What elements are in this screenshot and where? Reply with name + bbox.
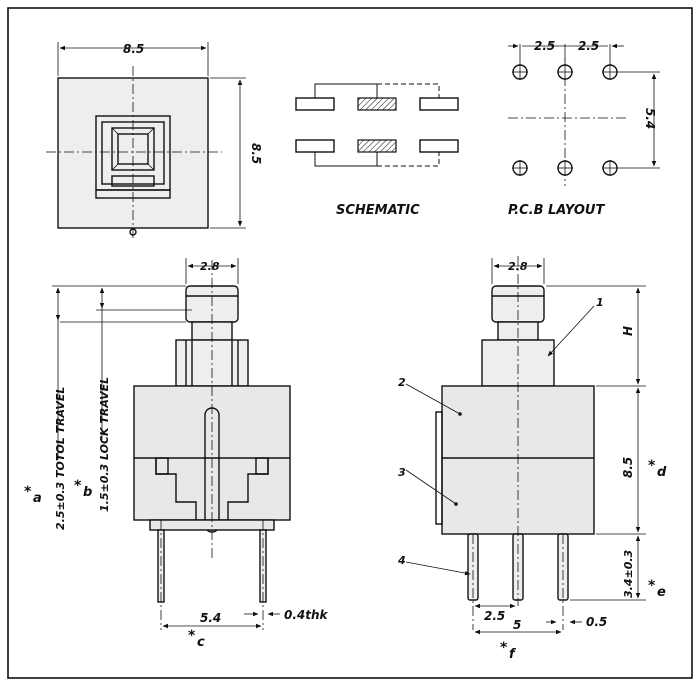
side-view-left: 2.8 2.5±0.3 TOTOL TRAVEL 1.5±0.3 LOCK TR… — [24, 258, 329, 650]
ref-f: f — [509, 647, 517, 662]
body-height-dim: 8.5 — [621, 457, 635, 478]
asterisk-f: * — [500, 640, 508, 656]
pcb-row-spacing: 5.4 — [643, 108, 657, 129]
asterisk-c: * — [188, 628, 196, 644]
drawing-frame — [7, 7, 693, 679]
total-travel-label: 2.5±0.3 TOTOL TRAVEL — [54, 387, 67, 530]
asterisk-a: * — [24, 484, 32, 500]
right-cap-width: 2.8 — [508, 260, 528, 273]
pcb-caption: P.C.B LAYOUT — [508, 203, 605, 218]
left-pin-spacing: 5.4 — [200, 611, 221, 625]
ref-b: b — [83, 485, 92, 500]
side-view-right: 2.8 H 8.5 3.4±0.3 * d * e 2.5 5 * f 0.5 … — [397, 256, 667, 662]
top-height-dim: 8.5 — [249, 143, 263, 164]
schematic: SCHEMATIC — [295, 83, 459, 218]
pin-thickness: 0.4thk — [284, 608, 329, 622]
ref-a: a — [33, 491, 42, 506]
lock-travel-label: 1.5±0.3 LOCK TRAVEL — [98, 377, 111, 512]
ref-e: e — [657, 585, 666, 600]
callout-3: 3 — [398, 466, 406, 479]
ref-c: c — [197, 635, 205, 650]
left-cap-width: 2.8 — [200, 260, 220, 273]
asterisk-e: * — [648, 578, 656, 594]
schematic-caption: SCHEMATIC — [336, 203, 420, 218]
callout-1: 1 — [596, 296, 604, 309]
asterisk-d: * — [648, 458, 656, 474]
pcb-pitch-2: 2.5 — [578, 39, 599, 53]
pin-span-dim: 5 — [513, 618, 521, 632]
top-view: 8.5 8.5 — [46, 42, 263, 240]
callout-2: 2 — [398, 376, 406, 389]
pcb-layout: 2.5 2.5 5.4 P.C.B LAYOUT — [508, 39, 660, 218]
asterisk-b: * — [74, 478, 82, 494]
pcb-pitch-1: 2.5 — [534, 39, 555, 53]
ref-d: d — [657, 465, 667, 480]
pin-width-dim: 0.5 — [586, 615, 607, 629]
pin-pitch-dim: 2.5 — [484, 609, 505, 623]
pin-length-dim: 3.4±0.3 — [622, 549, 635, 598]
top-width-dim: 8.5 — [123, 42, 144, 56]
height-label: H — [621, 326, 635, 336]
callout-4: 4 — [397, 554, 406, 567]
